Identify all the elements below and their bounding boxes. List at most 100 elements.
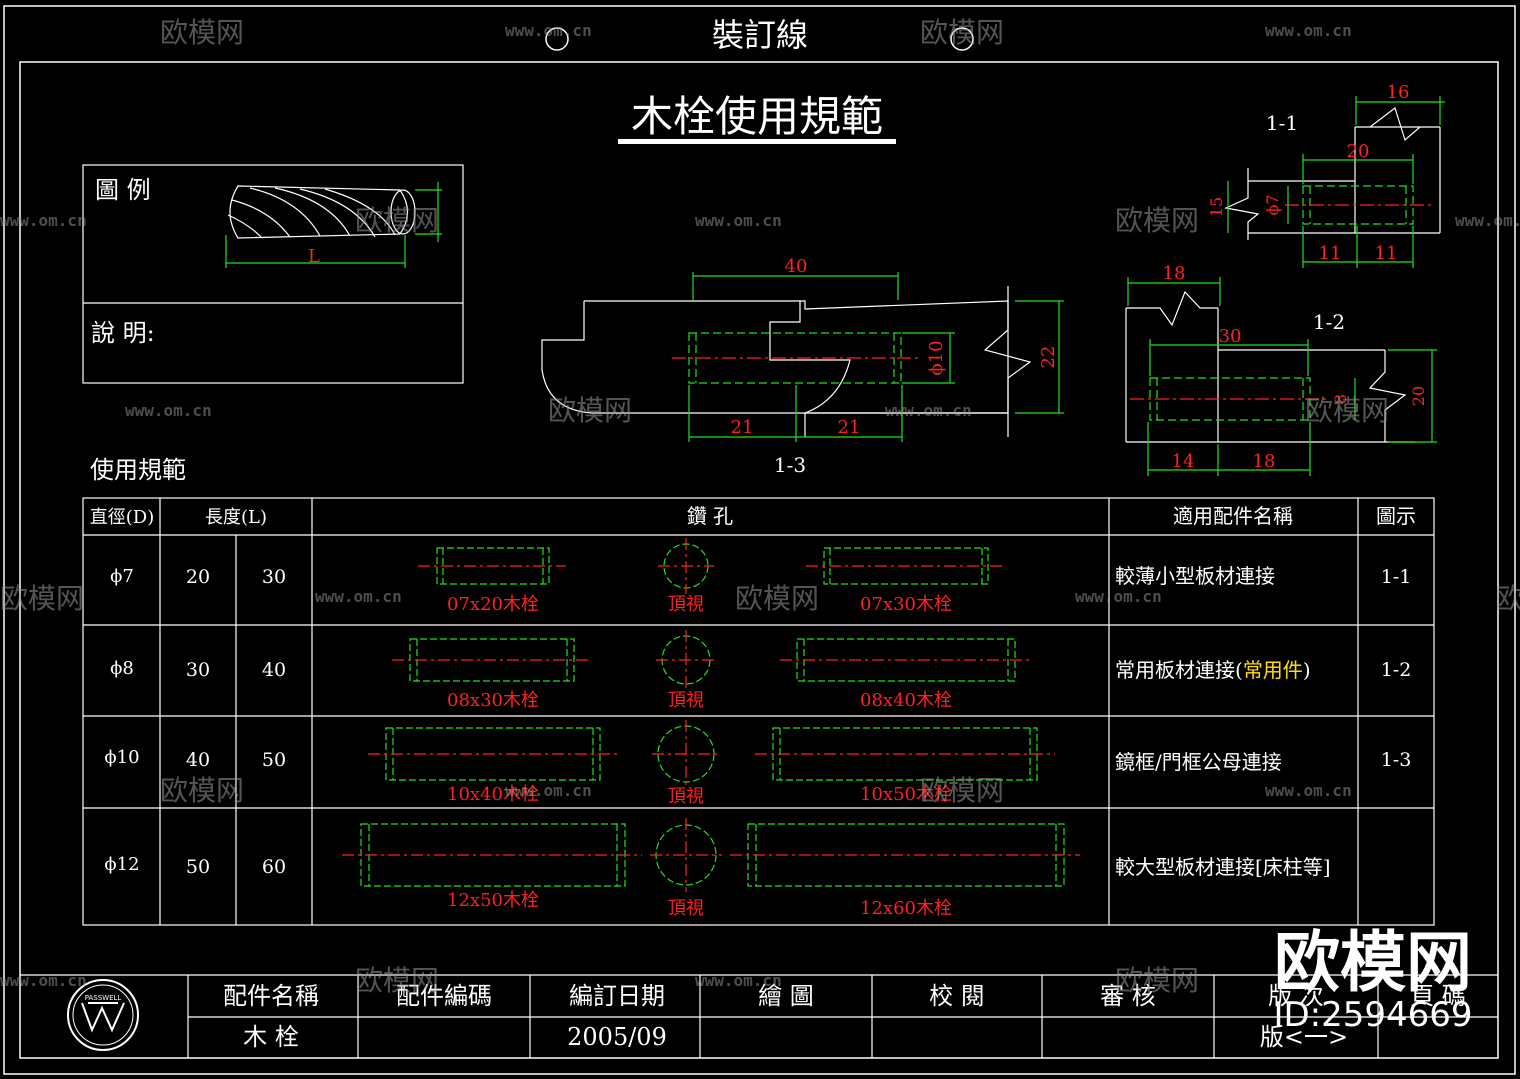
top-view-label: 頂視 [668, 690, 704, 711]
view-1-1: 1-1 [1207, 82, 1445, 268]
tb-revision: 版<一> [1260, 1023, 1348, 1051]
top-view-label: 頂視 [668, 594, 704, 615]
cell-length-1: 20 [186, 566, 210, 588]
tb-date: 2005/09 [567, 1023, 667, 1051]
watermark-site: www.om.cn [125, 401, 212, 420]
binding-hole-right [950, 27, 974, 51]
company-logo: PASSWELL [67, 979, 139, 1051]
tb-header-part-code: 配件編碼 [396, 982, 492, 1010]
dim-40: 40 [785, 256, 808, 277]
watermark-layer: 欧模网 欧模网 欧模网 欧模网 欧模网 欧模网 欧模网 欧模网 欧模网 欧模网 … [0, 16, 1520, 1035]
tb-header-revision: 版 次 [1268, 982, 1324, 1010]
table-row: ϕ10 40 50 10x40木栓 頂視 10x50木栓 鏡框/門框公母連接 1… [104, 720, 1411, 807]
col-header-usage: 適用配件名稱 [1173, 504, 1293, 528]
cell-length-1: 30 [186, 659, 210, 681]
length-symbol: L [308, 246, 320, 267]
dowel-label-1: 07x20木栓 [447, 594, 539, 615]
tb-header-checked: 校 閱 [929, 982, 985, 1010]
dowel-label-1: 12x50木栓 [447, 890, 539, 911]
outer-border [3, 5, 1516, 1075]
cell-diameter: ϕ10 [104, 747, 139, 768]
watermark-site: www.om.cn [315, 587, 402, 606]
watermark-site: www.om.cn [505, 21, 592, 40]
watermark-brand: 欧模网 [0, 582, 84, 615]
col-header-length: 長度(L) [205, 507, 267, 528]
dim-11-right: 11 [1375, 243, 1398, 264]
dim-22: 22 [1038, 346, 1059, 369]
dim-18-top: 18 [1163, 263, 1186, 284]
logo-text: PASSWELL [85, 994, 122, 1002]
dim-11-left: 11 [1319, 243, 1342, 264]
cell-figure: 1-1 [1381, 566, 1412, 588]
watermark-brand: 欧模网 [735, 582, 819, 615]
dowel-label-2: 10x50木栓 [860, 784, 952, 805]
tb-header-drawn: 繪 圖 [758, 982, 814, 1010]
watermark-site: www.om.cn [1265, 781, 1352, 800]
watermark-site: www.om.cn [1075, 587, 1162, 606]
cell-length-2: 50 [262, 749, 286, 771]
cell-figure: 1-2 [1381, 659, 1412, 681]
legend-desc-label: 說 明: [91, 319, 155, 347]
dim-8: 8 [1331, 394, 1350, 404]
watermark-site: www.om.cn [0, 211, 87, 230]
dowel-label-2: 07x30木栓 [860, 594, 952, 615]
view-1-3: 40 21 21 ϕ10 22 1-3 [541, 256, 1064, 477]
table-row: ϕ8 30 40 08x30木栓 頂視 08x40木栓 常用板材連接(常用件) … [110, 630, 1411, 711]
watermark-brand: 欧模网 [548, 394, 632, 427]
cell-diameter: ϕ8 [110, 658, 134, 679]
dim-phi10: ϕ10 [926, 340, 947, 375]
col-header-diameter: 直徑(D) [90, 507, 154, 528]
watermark-site: www.om.cn [0, 971, 87, 990]
title-block: PASSWELL 配件名稱 配件編碼 編訂日期 繪 圖 校 閱 審 核 版 次 … [20, 974, 1498, 1058]
watermark-site: www.om.cn [695, 211, 782, 230]
watermark-brand: 欧模网 [1115, 204, 1199, 237]
view-1-2-label: 1-2 [1313, 310, 1345, 334]
cell-diameter: ϕ12 [104, 854, 139, 875]
cell-usage: 較薄小型板材連接 [1115, 564, 1275, 588]
section-title: 使用規範 [90, 456, 186, 484]
dowel-label-2: 08x40木栓 [860, 690, 952, 711]
legend-box: 圖 例 說 明: L [82, 164, 464, 384]
dim-18-bottom: 18 [1253, 451, 1276, 472]
dowel-label-2: 12x60木栓 [860, 898, 952, 919]
spec-table: 直徑(D) 長度(L) 鑽 孔 適用配件名稱 圖示 ϕ7 20 30 07x20… [82, 497, 1435, 926]
dim-phi7: ϕ7 [1263, 194, 1282, 215]
cell-figure: 1-3 [1381, 749, 1412, 771]
dim-21-right: 21 [838, 417, 861, 438]
tb-header-approved: 審 核 [1100, 982, 1156, 1010]
watermark-site: www.om.cn [505, 781, 592, 800]
tb-header-page: 頁 碼 [1410, 982, 1466, 1010]
watermark-brand: 欧模网 [1305, 394, 1389, 427]
tb-header-part-name: 配件名稱 [223, 982, 319, 1010]
title-underline [618, 139, 896, 144]
cell-length-1: 50 [186, 856, 210, 878]
watermark-site: www.om.cn [695, 971, 782, 990]
view-1-1-label: 1-1 [1266, 111, 1298, 135]
watermark-site: www.om.cn [1265, 21, 1352, 40]
tb-part-name: 木 栓 [243, 1023, 299, 1051]
inner-border [19, 61, 1499, 1059]
cell-usage: 較大型板材連接[床柱等] [1115, 855, 1331, 879]
view-1-2: 1-2 [1125, 263, 1437, 476]
cell-diameter: ϕ7 [110, 566, 134, 587]
cell-length-1: 40 [186, 749, 210, 771]
watermark-site: www.om.cn [1455, 211, 1520, 230]
dim-30: 30 [1219, 326, 1242, 347]
view-1-3-label: 1-3 [774, 453, 806, 477]
cell-length-2: 30 [262, 566, 286, 588]
col-header-drill: 鑽 孔 [687, 504, 733, 528]
cell-usage: 鏡框/門框公母連接 [1115, 750, 1282, 774]
watermark-brand: 欧模网 [160, 774, 244, 807]
table-row: ϕ12 50 60 12x50木栓 頂視 12x60木栓 較大型板材連接[床柱等… [104, 818, 1331, 919]
page-title: 木栓使用規範 [631, 92, 883, 141]
dowel-illustration [227, 185, 416, 239]
watermark-site: www.om.cn [885, 401, 972, 420]
watermark-brand-large: 欧模网 [1274, 924, 1472, 1001]
binding-hole-left [545, 27, 569, 51]
cell-usage: 常用板材連接(常用件) [1115, 658, 1311, 682]
tb-header-date: 編訂日期 [569, 982, 665, 1010]
table-row: ϕ7 20 30 07x20木栓 頂視 07x30木栓 較薄小型板材連接 1-1 [110, 538, 1411, 615]
cell-length-2: 60 [262, 856, 286, 878]
usage-note: 常用件 [1243, 658, 1303, 682]
